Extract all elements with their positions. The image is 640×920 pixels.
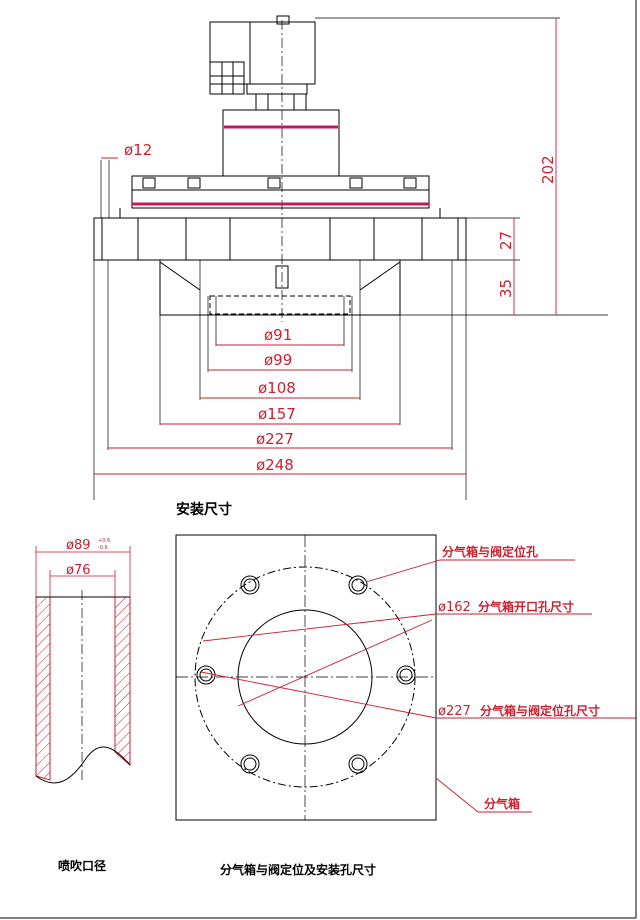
nozzle-tol-lower: -0.6 bbox=[98, 545, 108, 551]
diaphragm-seat bbox=[275, 265, 289, 289]
valve-flange bbox=[131, 175, 430, 209]
nozzle-wall-right bbox=[114, 596, 131, 767]
dim-height-202: 202 bbox=[539, 155, 557, 184]
dim-d99: ø99 bbox=[264, 351, 292, 369]
distribution-box-plate bbox=[175, 534, 437, 821]
install-title: 安装尺寸 bbox=[176, 501, 232, 518]
dim-d248: ø248 bbox=[256, 456, 294, 474]
label-opening-text: 分气箱开口孔尺寸 bbox=[478, 599, 574, 614]
valve-dimension-lines bbox=[94, 18, 557, 475]
dim-h27: 27 bbox=[497, 231, 515, 250]
solenoid-connector bbox=[209, 61, 245, 95]
valve-elevation bbox=[93, 15, 608, 500]
solenoid-stem bbox=[255, 93, 307, 111]
nozzle-inner-dia: ø76 bbox=[66, 563, 91, 578]
plate-labels: 分气箱与阀定位孔 ø162 分气箱开口孔尺寸 ø227 分气箱与阀定位孔尺寸 分… bbox=[220, 544, 600, 877]
nozzle-wall-left bbox=[35, 596, 51, 781]
label-locating-hole: 分气箱与阀定位孔 bbox=[442, 544, 538, 559]
label-box: 分气箱 bbox=[484, 796, 520, 811]
label-pcd-dia: ø227 bbox=[438, 704, 471, 719]
seal-bands bbox=[132, 125, 429, 206]
nozzle-caption: 喷吹口径 bbox=[58, 858, 106, 873]
dim-d157: ø157 bbox=[258, 405, 296, 423]
solenoid-coil bbox=[209, 21, 316, 85]
valve-bonnet bbox=[222, 109, 340, 177]
label-pcd-text: 分气箱与阀定位孔尺寸 bbox=[480, 703, 600, 718]
dim-h35: 35 bbox=[497, 279, 515, 298]
dim-d227: ø227 bbox=[256, 430, 294, 448]
nozzle-section: ø89 +0.6 -0.6 ø76 喷吹口径 bbox=[35, 538, 131, 873]
locating-holes bbox=[196, 575, 416, 774]
dim-d91: ø91 bbox=[264, 326, 292, 344]
mounting-plate bbox=[175, 534, 437, 821]
plate-caption: 分气箱与阀定位及安装孔尺寸 bbox=[220, 862, 376, 877]
dim-d12: ø12 bbox=[124, 141, 152, 159]
plate-leaders bbox=[200, 559, 636, 813]
valve-body bbox=[93, 217, 467, 261]
nozzle-outer-dia: ø89 bbox=[66, 538, 91, 553]
dim-d108: ø108 bbox=[258, 379, 296, 397]
valve-dimension-labels: ø12 ø91 ø99 ø108 ø157 ø227 ø248 202 27 3… bbox=[124, 141, 557, 474]
label-opening-dia: ø162 bbox=[438, 600, 471, 615]
nozzle-break-line bbox=[35, 746, 131, 784]
nozzle-tol-upper: +0.6 bbox=[98, 538, 110, 544]
